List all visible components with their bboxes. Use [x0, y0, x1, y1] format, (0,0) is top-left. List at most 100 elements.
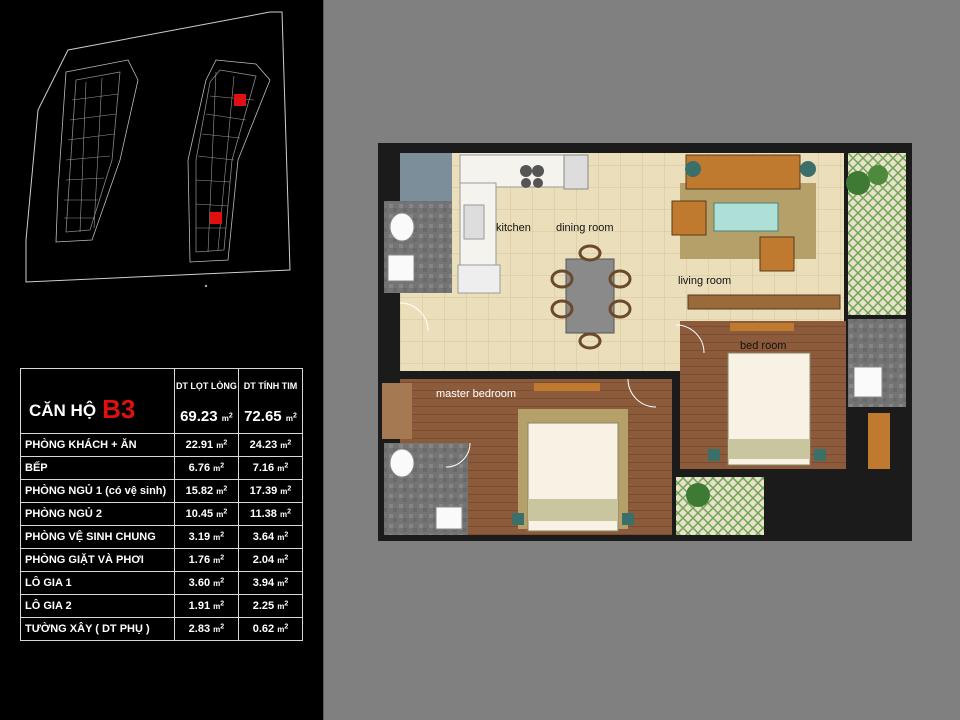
unit-label: m2 [213, 577, 225, 588]
unit-label: m2 [213, 623, 225, 634]
label-master-bedroom: master bedroom [436, 388, 516, 400]
apartment-code: B3 [102, 394, 136, 424]
living-room-furniture [671, 154, 841, 310]
room-name-text: TƯỜNG XÂY ( DT PHỤ ) [25, 623, 150, 635]
room-name-text: LÔ GIA 2 [25, 600, 72, 612]
room-name-text: PHÒNG KHÁCH + ĂN [25, 439, 137, 451]
room-name: PHÒNG NGỦ 2 [20, 502, 175, 526]
room-gross-area-text: 24.23 [249, 439, 278, 451]
room-gross-area: 2.04 m2 [237, 548, 304, 572]
apartment-prefix: CĂN HỘ [29, 401, 97, 420]
area-table-header: CĂN HỘ B3 DT LỌT LÒNG 69.23 m2 DT TÍNH TI… [20, 368, 304, 434]
building-block-left-units [64, 77, 119, 233]
unit-label: m2 [216, 439, 228, 450]
unit-label: m2 [277, 462, 289, 473]
room-net-area: 3.60 m2 [173, 571, 239, 595]
unit-label: m2 [213, 462, 225, 473]
room-net-area: 1.91 m2 [173, 594, 239, 618]
room-gross-area-text: 7.16 [252, 462, 275, 474]
floor-plan: kitchen dining room living room bed room… [378, 143, 912, 541]
unit-label: m2 [213, 531, 225, 542]
room-name-text: PHÒNG NGỦ 1 (có vệ sinh) [25, 485, 167, 497]
unit-label: m2 [280, 439, 292, 450]
room-name: PHÒNG GIẶT VÀ PHƠI [20, 548, 175, 572]
area-row: TƯỜNG XÂY ( DT PHỤ ) 2.83 m2 0.62 m2 [20, 617, 304, 641]
info-panel: CĂN HỘ B3 DT LỌT LÒNG 69.23 m2 DT TÍNH TI… [0, 0, 323, 720]
unit-label: m2 [277, 531, 289, 542]
gross-area-title: DT TÍNH TIM [243, 381, 298, 391]
room-net-area-text: 6.76 [188, 462, 211, 474]
unit-label: m2 [285, 412, 297, 423]
room-name: LÔ GIA 1 [20, 571, 175, 595]
room-gross-area: 3.94 m2 [237, 571, 304, 595]
apartment-title-cell: CĂN HỘ B3 [20, 368, 175, 434]
net-area-title: DT LỌT LÒNG [175, 381, 237, 391]
room-gross-area: 11.38 m2 [237, 502, 304, 526]
room-name-text: PHÒNG GIẶT VÀ PHƠI [25, 554, 144, 566]
gross-area-header: DT TÍNH TIM 72.65 m2 [237, 368, 304, 434]
site-plan-map [25, 11, 291, 288]
room-net-area: 15.82 m2 [173, 479, 239, 503]
room-net-area: 6.76 m2 [173, 456, 239, 480]
room-name: PHÒNG VỆ SINH CHUNG [20, 525, 175, 549]
room-gross-area: 3.64 m2 [237, 525, 304, 549]
room-net-area-text: 3.19 [188, 531, 211, 543]
gross-area-total: 72.65 [244, 408, 282, 425]
room-net-area-text: 1.91 [188, 600, 211, 612]
room-gross-area-text: 0.62 [252, 623, 275, 635]
label-living-room: living room [678, 275, 731, 287]
room-name: BẾP [20, 456, 175, 480]
room-name-text: LÔ GIA 1 [25, 577, 72, 589]
unit-label: m2 [213, 600, 225, 611]
net-area-total: 69.23 [180, 408, 218, 425]
room-gross-area-text: 2.25 [252, 600, 275, 612]
unit-label: m2 [280, 485, 292, 496]
room-name: TƯỜNG XÂY ( DT PHỤ ) [20, 617, 175, 641]
panel-divider [323, 0, 324, 720]
room-net-area-text: 10.45 [185, 508, 214, 520]
room-gross-area-text: 2.04 [252, 554, 275, 566]
room-net-area: 22.91 m2 [173, 433, 239, 457]
highlight-unit-upper [234, 94, 246, 106]
room-net-area: 10.45 m2 [173, 502, 239, 526]
shower-area [400, 153, 452, 201]
unit-label: m2 [216, 485, 228, 496]
room-net-area: 2.83 m2 [173, 617, 239, 641]
room-name-text: PHÒNG VỆ SINH CHUNG [25, 531, 156, 543]
room-name: PHÒNG KHÁCH + ĂN [20, 433, 175, 457]
unit-label: m2 [277, 577, 289, 588]
balcony-2 [676, 477, 764, 535]
building-block-right [187, 59, 271, 263]
dining-table [550, 244, 632, 350]
room-net-area-text: 1.76 [188, 554, 211, 566]
unit-label: m2 [221, 412, 233, 423]
highlight-unit-lower [210, 212, 222, 224]
room-gross-area-text: 3.94 [252, 577, 275, 589]
unit-label: m2 [216, 508, 228, 519]
room-gross-area: 24.23 m2 [237, 433, 304, 457]
room-net-area-text: 22.91 [185, 439, 214, 451]
room-net-area: 3.19 m2 [173, 525, 239, 549]
room-net-area: 1.76 m2 [173, 548, 239, 572]
room-gross-area: 17.39 m2 [237, 479, 304, 503]
unit-label: m2 [277, 623, 289, 634]
room-gross-area-text: 17.39 [249, 485, 278, 497]
label-dining-room: dining room [556, 222, 613, 234]
net-area-header: DT LỌT LÒNG 69.23 m2 [173, 368, 239, 434]
unit-label: m2 [279, 508, 291, 519]
room-name: LÔ GIA 2 [20, 594, 175, 618]
area-table: CĂN HỘ B3 DT LỌT LÒNG 69.23 m2 DT TÍNH TI… [20, 368, 304, 641]
unit-label: m2 [277, 554, 289, 565]
room-name-text: BẾP [25, 462, 48, 474]
room-net-area-text: 3.60 [188, 577, 211, 589]
room-gross-area: 2.25 m2 [237, 594, 304, 618]
room-gross-area: 7.16 m2 [237, 456, 304, 480]
